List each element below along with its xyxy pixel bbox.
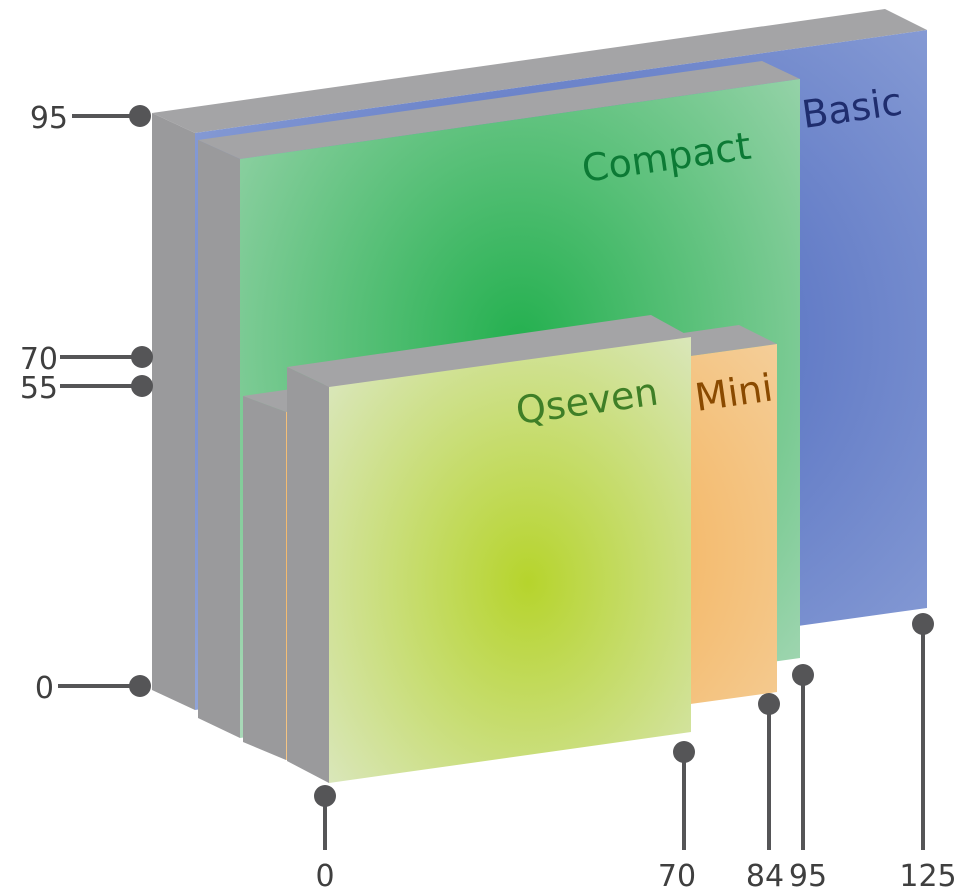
basic-board-side bbox=[152, 113, 195, 710]
width-tick-label: 95 bbox=[789, 859, 827, 894]
height-marker-70: 70 bbox=[20, 342, 153, 377]
height-tick-label: 0 bbox=[35, 671, 54, 706]
width-tick-label: 125 bbox=[899, 859, 956, 894]
width-tick-label: 0 bbox=[315, 859, 334, 894]
height-tick-label: 55 bbox=[20, 371, 58, 406]
width-marker-125: 125 bbox=[899, 613, 957, 894]
width-tick-label: 84 bbox=[746, 859, 784, 894]
height-marker-0: 0 bbox=[35, 671, 151, 706]
qseven-board-top bbox=[287, 315, 691, 387]
mini-board-side bbox=[243, 396, 286, 760]
qseven-board bbox=[287, 315, 691, 783]
qseven-board-side bbox=[287, 367, 329, 783]
width-marker-95: 95 bbox=[789, 664, 827, 894]
compact-board-side bbox=[198, 140, 240, 738]
qseven-board-face bbox=[329, 337, 691, 783]
width-marker-70: 70 bbox=[658, 741, 696, 894]
height-tick-label: 70 bbox=[20, 342, 58, 377]
mini-board-label: Mini bbox=[692, 365, 775, 419]
basic-board-top bbox=[152, 9, 927, 133]
compact-board-top bbox=[198, 61, 800, 159]
width-marker-84: 84 bbox=[746, 693, 784, 894]
width-tick-label: 70 bbox=[658, 859, 696, 894]
width-marker-0: 0 bbox=[314, 785, 336, 894]
height-marker-95: 95 bbox=[30, 101, 151, 136]
height-tick-label: 95 bbox=[30, 101, 68, 136]
height-marker-55: 55 bbox=[20, 371, 153, 406]
